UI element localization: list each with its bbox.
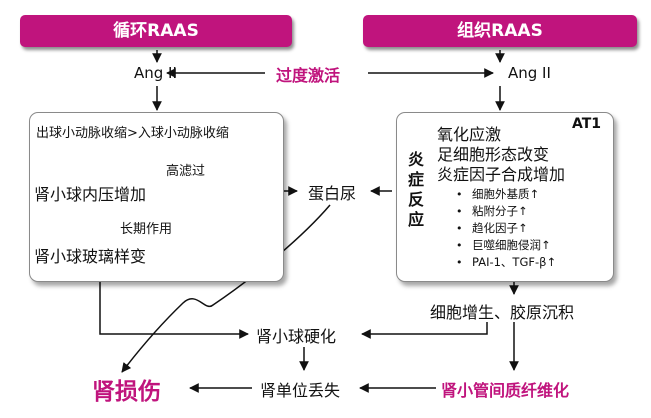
- list-item: 粘附分子↑: [456, 203, 556, 220]
- glomerular-pressure-text: 肾小球内压增加: [34, 185, 147, 204]
- nephron-loss-text: 肾单位丢失: [260, 381, 341, 400]
- ang-ii-right: Ang II: [508, 64, 551, 82]
- inflammation-vertical-label: 炎症反应: [407, 150, 424, 229]
- arrow-proteinuria-to-kidney-damage: [121, 204, 331, 373]
- at1-label: AT1: [572, 116, 602, 132]
- glomerulosclerosis-text: 肾小球硬化: [256, 327, 337, 346]
- arteriole-constriction-text: 出球小动脉收缩>入球小动脉收缩: [36, 126, 229, 141]
- proliferation-text: 细胞增生、胶原沉积: [430, 303, 575, 322]
- header-tissue-raas: 组织RAAS: [363, 15, 637, 47]
- over-activation-label: 过度激活: [276, 66, 341, 85]
- ang-ii-left: Ang II: [134, 64, 177, 82]
- list-item: PAI-1、TGF-β↑: [456, 254, 556, 271]
- arrow-proliferation-to-sclerosis: [361, 322, 488, 339]
- long-term-label: 长期作用: [120, 222, 173, 237]
- high-filtration-label: 高滤过: [166, 164, 206, 179]
- arrow-leftbox-to-sclerosis: [99, 282, 249, 339]
- podocyte-change-text: 足细胞形态改变: [437, 145, 550, 164]
- list-item: 趋化因子↑: [456, 220, 556, 237]
- list-item: 巨噬细胞侵润↑: [456, 237, 556, 254]
- inflammation-bullet-list: 细胞外基质↑ 粘附分子↑ 趋化因子↑ 巨噬细胞侵润↑ PAI-1、TGF-β↑: [456, 186, 556, 271]
- glomerular-hyalinosis-text: 肾小球玻璃样变: [34, 247, 147, 266]
- proteinuria-text: 蛋白尿: [308, 184, 357, 203]
- inflammatory-factor-text: 炎症因子合成增加: [437, 165, 566, 184]
- kidney-damage-text: 肾损伤: [92, 379, 161, 405]
- oxidative-stress-text: 氧化应激: [437, 125, 502, 144]
- tubulointerstitial-fibrosis-text: 肾小管间质纤维化: [441, 381, 570, 400]
- glomerular-hemodynamics-box: [29, 112, 284, 282]
- list-item: 细胞外基质↑: [456, 186, 556, 203]
- header-circulating-raas: 循环RAAS: [20, 15, 292, 47]
